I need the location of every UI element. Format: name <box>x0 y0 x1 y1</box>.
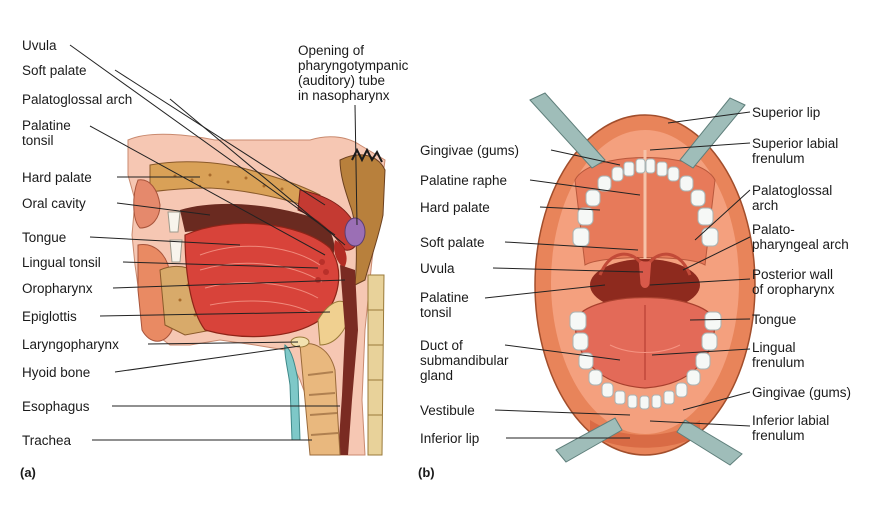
label-soft-palate-b: Soft palate <box>420 235 485 250</box>
open-mouth-drawing <box>530 93 755 465</box>
label-gingivae-left: Gingivae (gums) <box>420 143 519 158</box>
label-superior-frenulum-line1: Superior labial <box>752 136 838 151</box>
label-tongue-b: Tongue <box>752 312 796 327</box>
label-uvula-b: Uvula <box>420 261 455 276</box>
label-duct-line2: submandibular <box>420 353 509 368</box>
label-tongue: Tongue <box>22 230 66 245</box>
label-palatine-tonsil-line1: Palatine <box>22 118 71 133</box>
label-palatopharyngeal-line1: Palato- <box>752 222 795 237</box>
label-superior-frenulum-line2: frenulum <box>752 151 805 166</box>
sagittal-section-drawing <box>128 134 385 455</box>
label-oropharynx: Oropharynx <box>22 281 93 296</box>
label-superior-lip: Superior lip <box>752 105 820 120</box>
label-inferior-lip: Inferior lip <box>420 431 479 446</box>
label-epiglottis: Epiglottis <box>22 309 77 324</box>
label-duct-line3: gland <box>420 368 453 383</box>
label-duct-line1: Duct of <box>420 338 463 353</box>
label-palatine-tonsil-line2: tonsil <box>22 133 54 148</box>
label-palatoglossal-b-line2: arch <box>752 198 778 213</box>
label-vestibule: Vestibule <box>420 403 475 418</box>
label-palatine-tonsil-b-line1: Palatine <box>420 290 469 305</box>
label-gingivae-right: Gingivae (gums) <box>752 385 851 400</box>
label-palatopharyngeal-line2: pharyngeal arch <box>752 237 849 252</box>
label-palatoglossal-b-line1: Palatoglossal <box>752 183 832 198</box>
label-uvula: Uvula <box>22 38 57 53</box>
label-palatine-raphe: Palatine raphe <box>420 173 507 188</box>
label-lingual-frenulum-line2: frenulum <box>752 355 805 370</box>
label-soft-palate: Soft palate <box>22 63 87 78</box>
label-hard-palate: Hard palate <box>22 170 92 185</box>
label-posterior-wall-line2: of oropharynx <box>752 282 835 297</box>
label-esophagus: Esophagus <box>22 399 90 414</box>
label-palatine-tonsil-b-line2: tonsil <box>420 305 452 320</box>
label-oral-cavity: Oral cavity <box>22 196 86 211</box>
label-tube-opening-line3: (auditory) tube <box>298 73 385 88</box>
label-trachea: Trachea <box>22 433 71 448</box>
panel-a-tag: (a) <box>20 465 36 480</box>
label-lingual-frenulum-line1: Lingual <box>752 340 796 355</box>
label-tube-opening-line1: Opening of <box>298 43 364 58</box>
label-hard-palate-b: Hard palate <box>420 200 490 215</box>
label-tube-opening-line4: in nasopharynx <box>298 88 390 103</box>
label-inferior-frenulum-line1: Inferior labial <box>752 413 829 428</box>
label-palatoglossal-arch: Palatoglossal arch <box>22 92 132 107</box>
label-hyoid-bone: Hyoid bone <box>22 365 90 380</box>
label-posterior-wall-line1: Posterior wall <box>752 267 833 282</box>
label-lingual-tonsil: Lingual tonsil <box>22 255 101 270</box>
label-laryngopharynx: Laryngopharynx <box>22 337 119 352</box>
panel-b-tag: (b) <box>418 465 435 480</box>
label-tube-opening-line2: pharyngotympanic <box>298 58 408 73</box>
label-inferior-frenulum-line2: frenulum <box>752 428 805 443</box>
